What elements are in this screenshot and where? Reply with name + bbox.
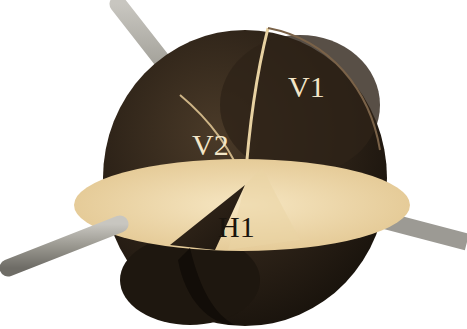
bond-rod [8,224,120,268]
horizontal-plane [74,159,410,251]
plane-label: V1 [288,72,325,102]
plane-label: H1 [218,212,255,242]
orbital-lobe [220,35,380,175]
plane-label: V2 [192,130,229,160]
orbital-lobe [178,248,235,325]
plane-edge [268,28,380,150]
